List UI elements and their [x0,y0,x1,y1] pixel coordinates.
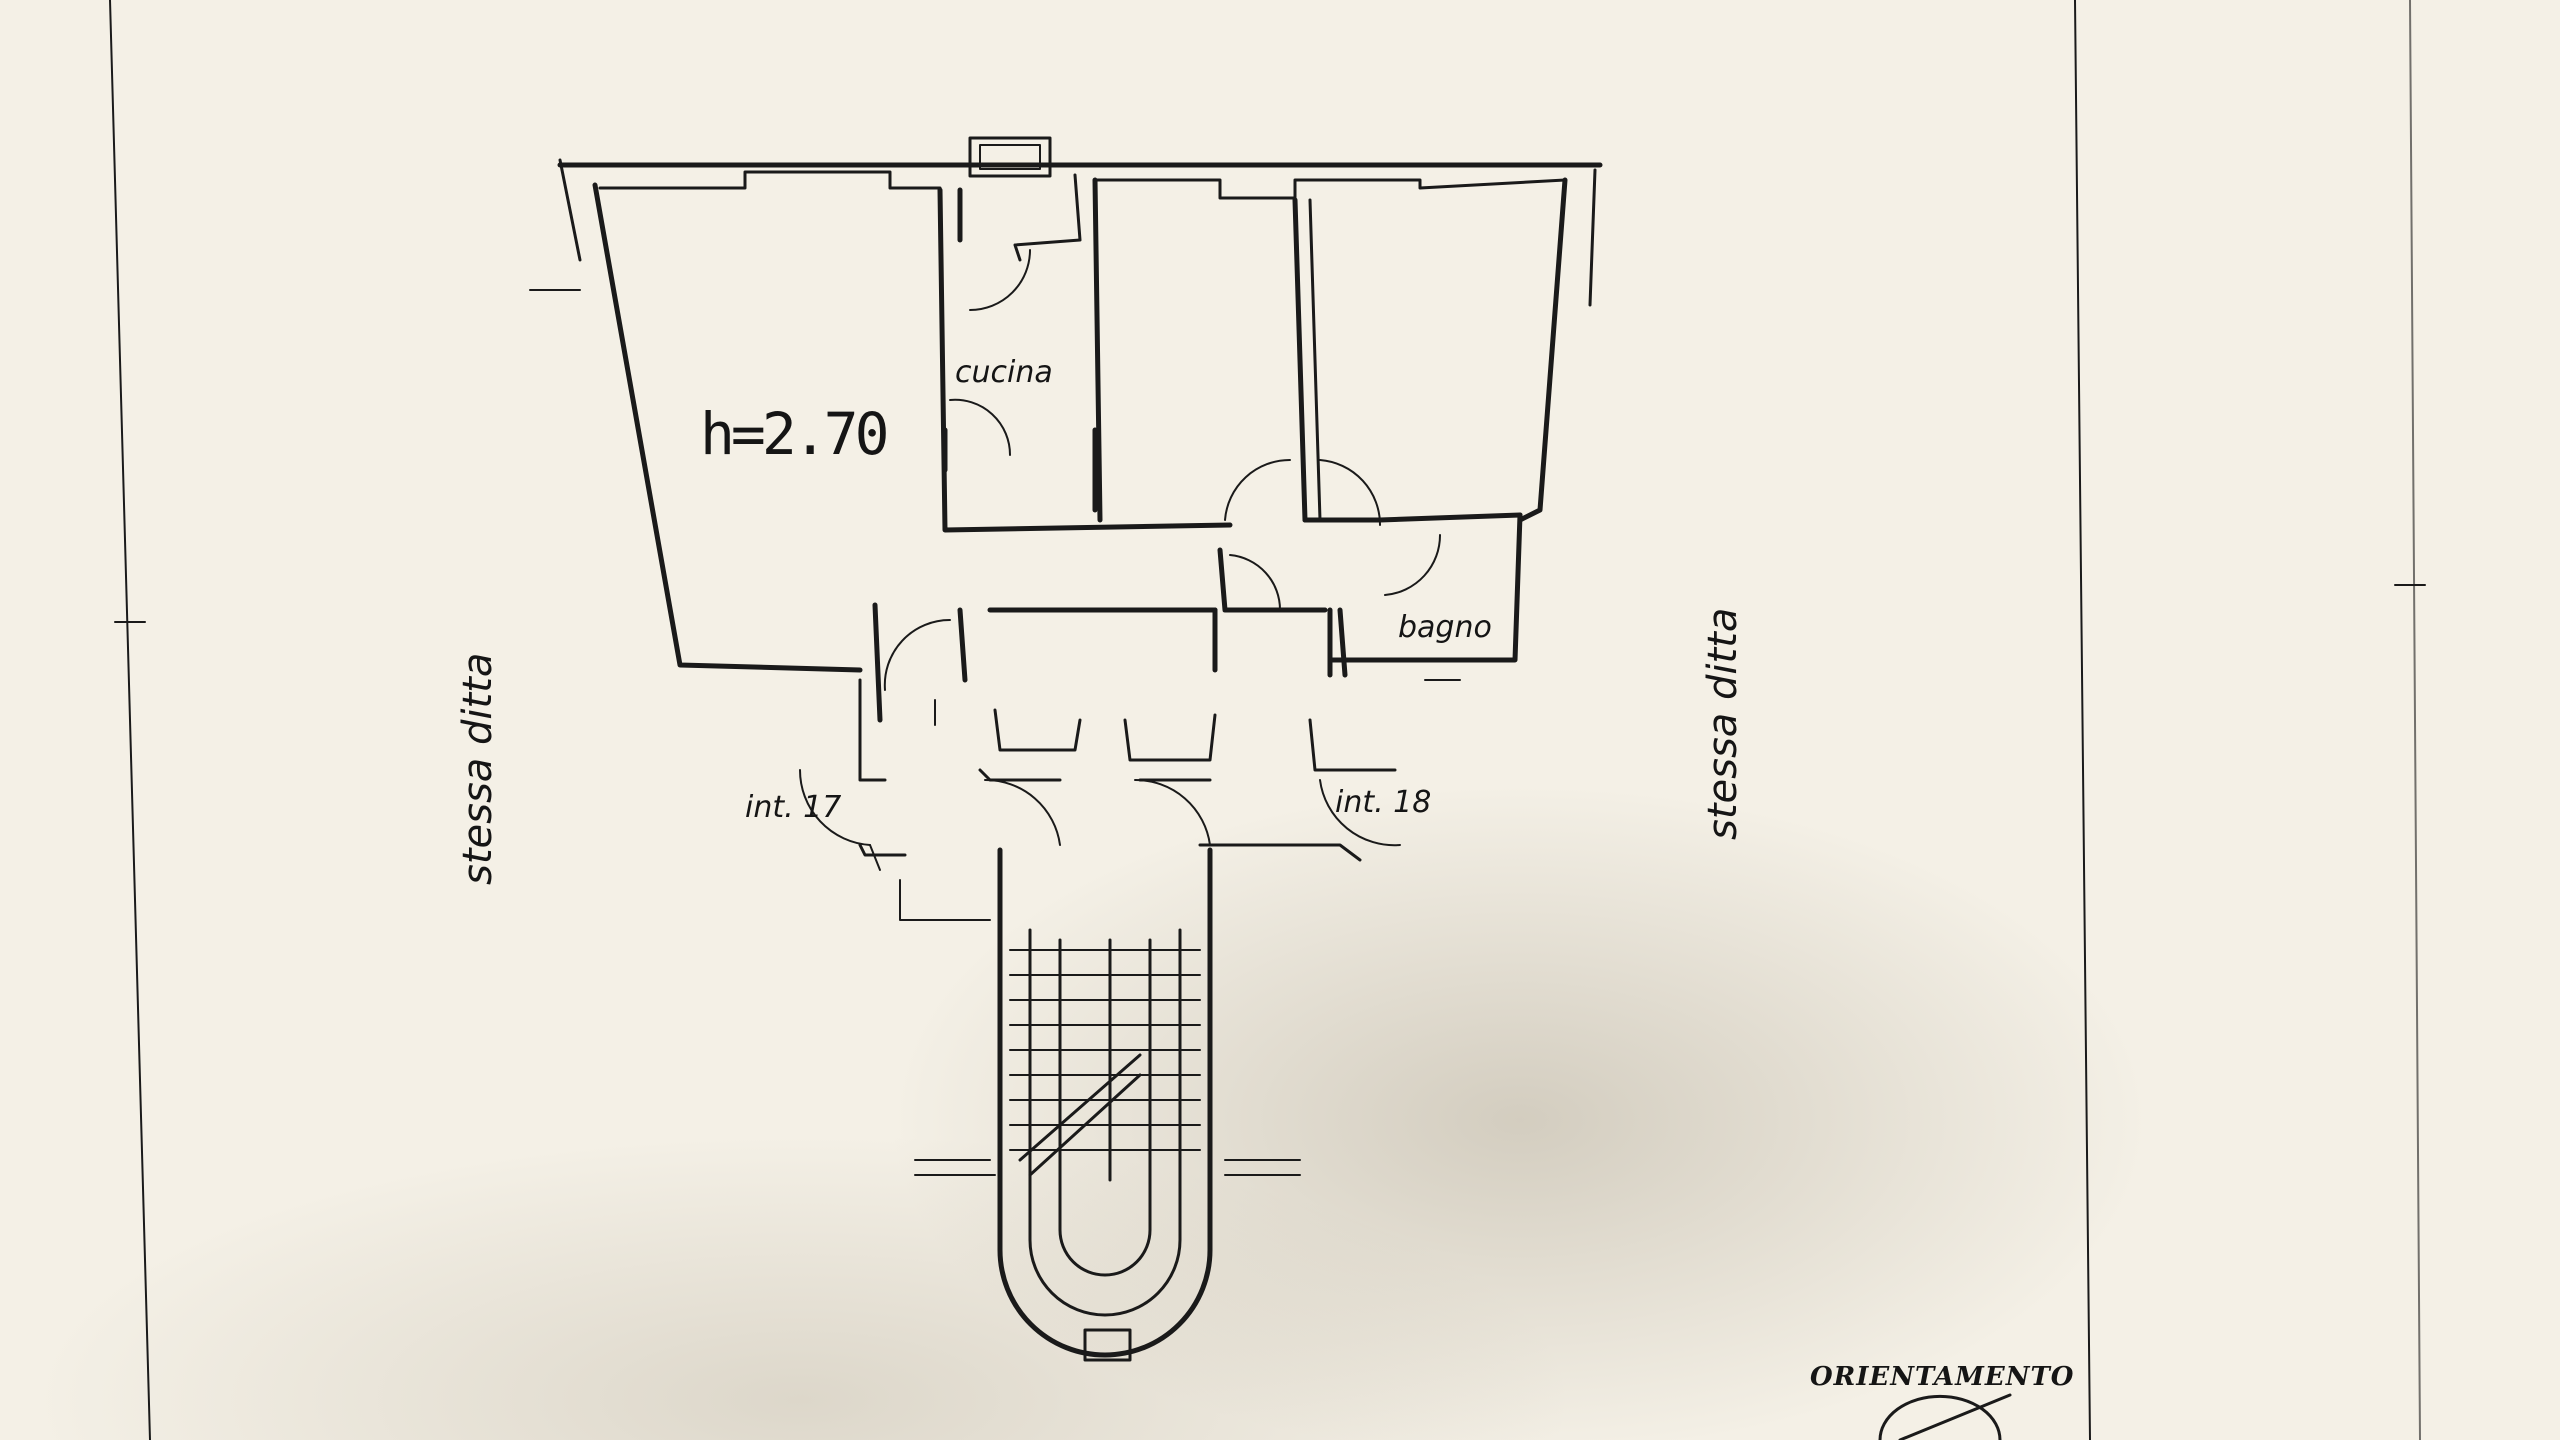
orientation-symbol [1878,1393,2012,1440]
unit-right-label: int. 18 [1335,785,1432,820]
frame-line-outer [2409,0,2421,1440]
ceiling-height-label: h=2.70 [700,400,890,468]
orientation-label: ORIENTAMENTO [1810,1362,2075,1392]
landing [858,678,1461,921]
unit-left-label: int. 17 [745,790,842,825]
staircase [914,847,1301,1362]
flue-box [968,136,1052,178]
exterior-walls [529,136,1603,673]
door-swings [798,249,1442,847]
frame-line-right [2074,0,2091,1440]
kitchen-label: cucina [955,355,1053,390]
neighbor-right-label: stessa ditta [1700,607,1746,840]
frame-line-left [109,0,151,1440]
bathroom-label: bagno [1398,610,1492,645]
neighbor-left-label: stessa ditta [455,652,501,885]
